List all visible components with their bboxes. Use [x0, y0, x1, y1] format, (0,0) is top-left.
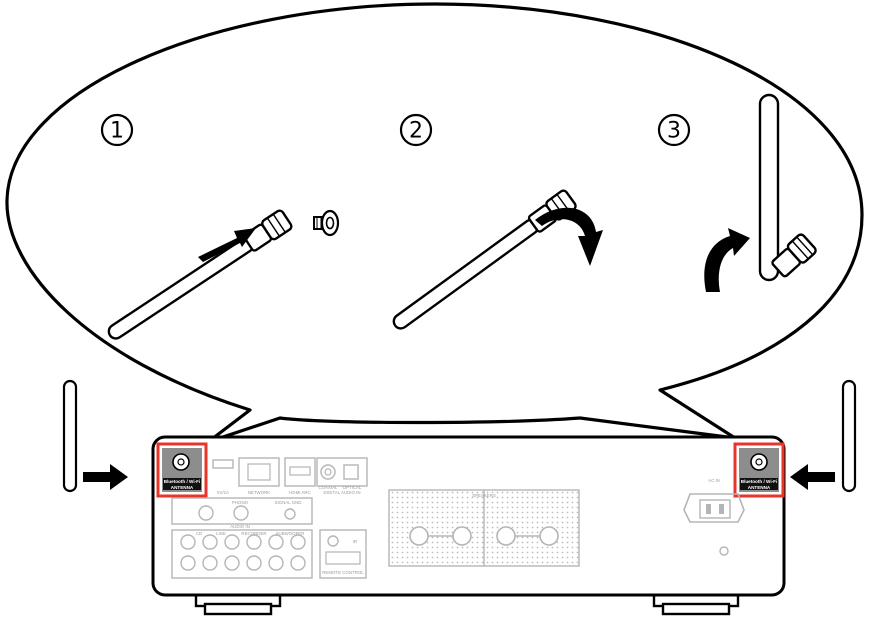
svg-text:2: 2 — [409, 119, 423, 144]
antenna-label-line2-right: ANTENNA — [748, 485, 771, 490]
coaxial-port: COAXIAL — [316, 457, 368, 490]
svg-text:PHONO: PHONO — [232, 500, 249, 505]
svg-text:OPTICAL: OPTICAL — [343, 485, 362, 490]
svg-text:SPEAKERS: SPEAKERS — [472, 493, 496, 498]
antenna-label-line2: ANTENNA — [171, 485, 194, 490]
analog-jacks: CD LINE RECORDER SUBWOOFER — [171, 529, 313, 579]
callout-bubble — [5, 2, 864, 444]
step-3-antenna-icon — [758, 93, 817, 282]
right-antenna-icon — [841, 379, 857, 493]
ac-inlet: AC IN — [683, 478, 745, 556]
hdmi-port: HDMI ARC — [284, 457, 316, 495]
antenna-terminal-connector-icon — [313, 209, 340, 237]
antenna-label-line1: Bluetooth / Wi-Fi — [164, 479, 200, 484]
svg-text:REMOTE CONTROL: REMOTE CONTROL — [322, 570, 364, 575]
step-1-badge: 1 — [100, 113, 134, 147]
push-arrow-icon — [198, 228, 256, 262]
svg-text:NETWORK: NETWORK — [248, 490, 271, 495]
svg-text:RECORDER: RECORDER — [241, 531, 266, 536]
right-insert-arrow-icon — [790, 464, 835, 490]
svg-text:COAXIAL: COAXIAL — [318, 485, 338, 490]
left-insert-arrow-icon — [83, 464, 128, 490]
phono-input: PHONO SIGNAL GND — [171, 497, 313, 525]
speaker-terminals: SPEAKERS — [388, 489, 580, 567]
step-2-badge: 2 — [399, 113, 433, 147]
svg-text:SIGNAL GND: SIGNAL GND — [275, 500, 302, 505]
svg-text:AC IN: AC IN — [708, 478, 720, 483]
step-3-badge: 3 — [657, 113, 691, 147]
right-antenna-terminal: Bluetooth / Wi-Fi ANTENNA — [733, 442, 785, 498]
svg-text:CD: CD — [196, 531, 202, 536]
svg-text:HDMI ARC: HDMI ARC — [289, 490, 310, 495]
svg-text:3: 3 — [667, 119, 681, 144]
svg-text:DIGITAL AUDIO IN: DIGITAL AUDIO IN — [323, 490, 360, 495]
optical-port: OPTICAL DIGITAL AUDIO IN — [323, 464, 362, 495]
svg-text:SUBWOOFER: SUBWOOFER — [276, 531, 305, 536]
svg-text:LINE: LINE — [216, 531, 226, 536]
svg-text:1: 1 — [110, 119, 124, 144]
remote-control-jacks: IR REMOTE CONTROL — [319, 529, 367, 579]
left-antenna-terminal: Bluetooth / Wi-Fi ANTENNA — [156, 442, 208, 498]
network-port: NETWORK — [238, 457, 280, 495]
antenna-label-line1-right: Bluetooth / Wi-Fi — [741, 479, 777, 484]
rotate-clockwise-arrow-icon — [535, 207, 603, 266]
audio-in-label: AUDIO IN — [230, 524, 250, 529]
usb-port: 5V/1A — [212, 459, 234, 495]
svg-text:IR: IR — [353, 539, 357, 544]
raise-arrow-icon — [704, 228, 750, 292]
left-antenna-icon — [62, 379, 78, 493]
svg-text:5V/1A: 5V/1A — [217, 490, 229, 495]
